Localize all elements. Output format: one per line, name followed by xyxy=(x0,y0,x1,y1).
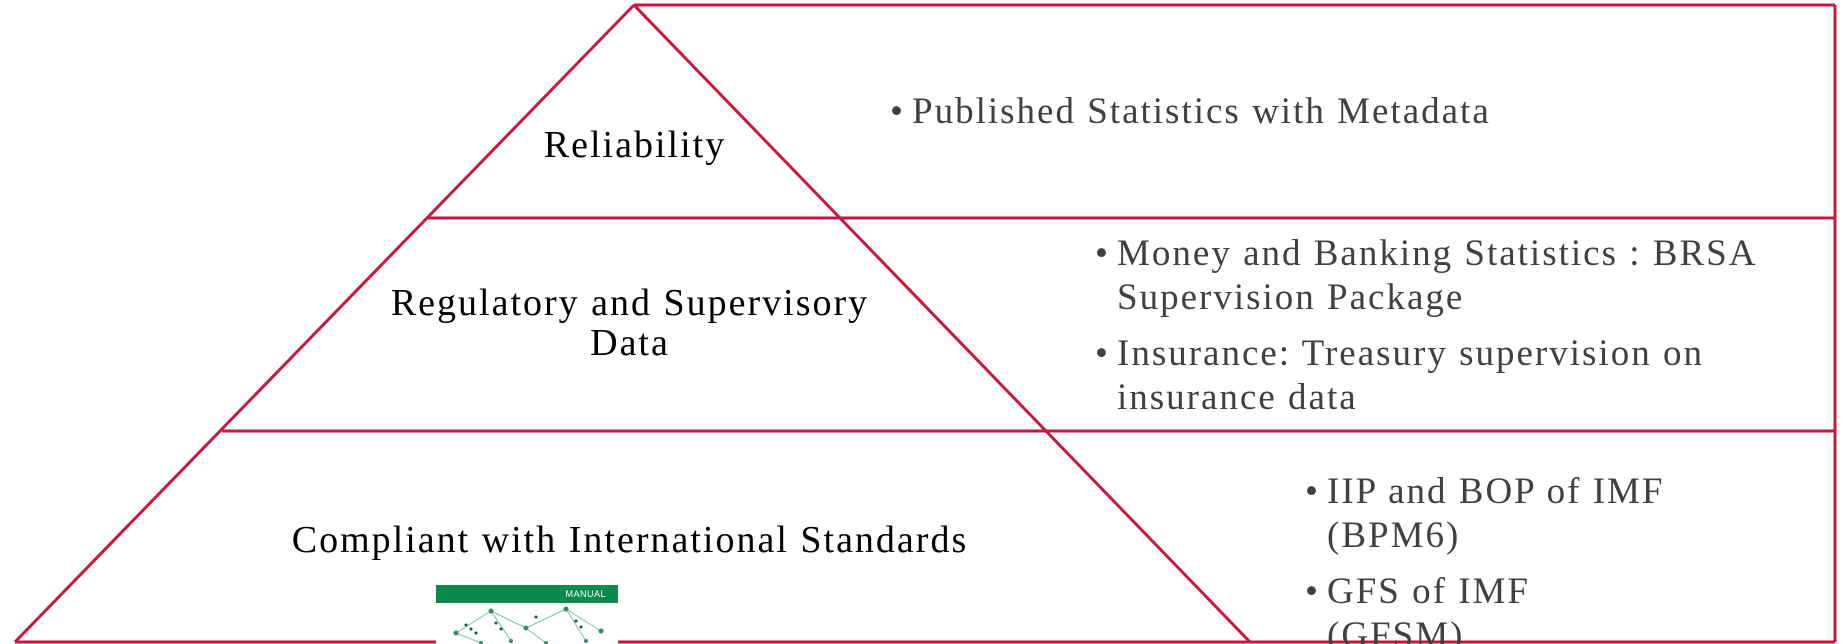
bullet-item: IIP and BOP of IMF (BPM6) xyxy=(1305,470,1665,558)
bullet-list-reliability: Published Statistics with Metadata xyxy=(890,90,1790,146)
bullet-list-international: IIP and BOP of IMF (BPM6) GFS of IMF (GF… xyxy=(1305,470,1665,644)
manual-cover-image: MANUAL xyxy=(436,585,618,644)
network-graph-icon xyxy=(453,606,604,644)
manual-cover-band: MANUAL xyxy=(436,585,618,603)
tier-label-international: Compliant with International Standards xyxy=(291,519,969,561)
pyramid-left-edge xyxy=(13,3,636,644)
tier-label-regulatory: Regulatory and Supervisory Data xyxy=(390,282,870,364)
bullet-item: Money and Banking Statistics : BRSA Supe… xyxy=(1095,232,1795,320)
bullet-item: Insurance: Treasury supervision on insur… xyxy=(1095,332,1795,420)
tier-label-reliability: Reliability xyxy=(543,124,727,166)
pyramid-right-edge xyxy=(632,3,1252,644)
bullet-list-regulatory: Money and Banking Statistics : BRSA Supe… xyxy=(1095,232,1795,432)
bullet-item: Published Statistics with Metadata xyxy=(890,90,1790,134)
bullet-item: GFS of IMF (GFSM) xyxy=(1305,570,1665,644)
